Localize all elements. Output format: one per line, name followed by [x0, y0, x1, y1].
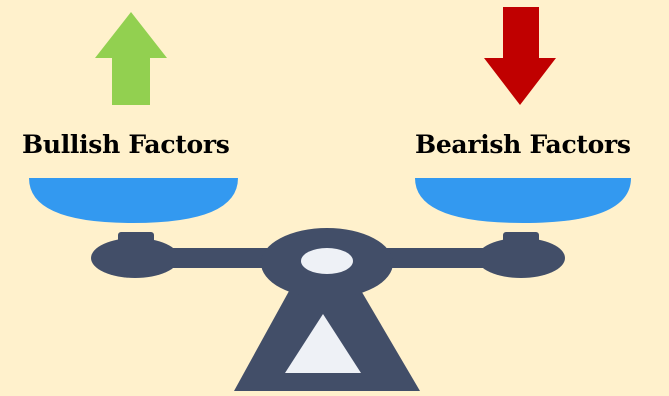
scale-hub-highlight	[301, 248, 353, 274]
down-arrow-shape	[484, 7, 556, 105]
down-arrow-icon	[484, 7, 556, 105]
bullish-factors-label: Bullish Factors	[22, 130, 230, 159]
balance-scale-icon	[29, 178, 631, 391]
up-arrow-shape	[95, 12, 167, 105]
right-scale-pan	[415, 178, 631, 223]
bearish-factors-label: Bearish Factors	[415, 130, 631, 159]
left-scale-pan	[29, 178, 238, 223]
up-arrow-icon	[95, 12, 167, 105]
scale-stand-highlight	[285, 314, 361, 373]
